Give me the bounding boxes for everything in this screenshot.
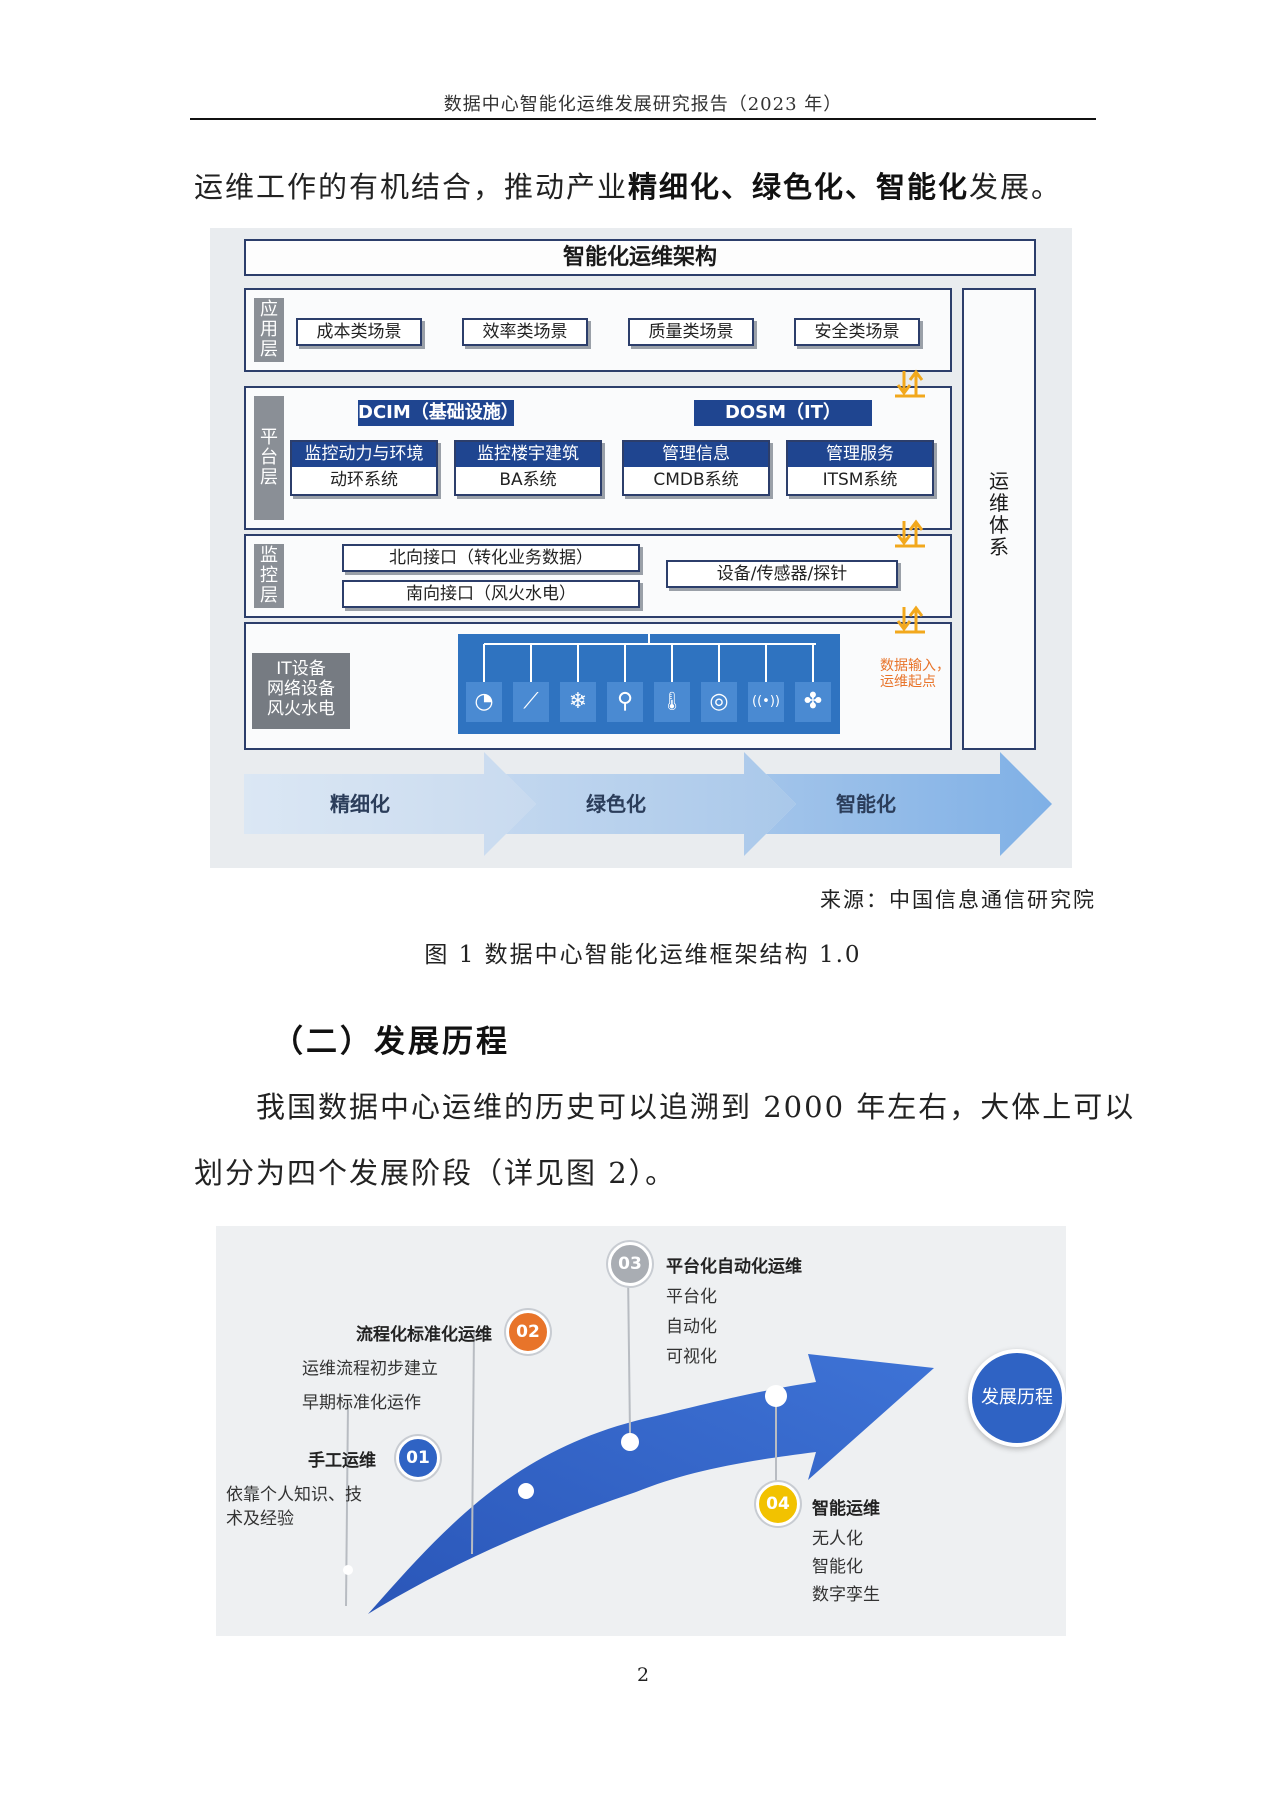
device-it: IT设备 — [276, 659, 326, 679]
application-layer-label: 应用层 — [254, 298, 284, 362]
stage-chevron-3 — [766, 752, 1052, 856]
signal-icon: ((•)) — [748, 682, 784, 722]
device-sensor-probe: 设备/传感器/探针 — [666, 560, 898, 588]
intro-bold: 精细化、绿色化、智能化 — [628, 170, 970, 204]
sensor-panel: ◔ ⟋ ❄ ⚲ 🌡 ◎ ((•)) ✤ — [458, 634, 840, 734]
stage-green: 绿色化 — [586, 792, 646, 816]
module-info-bottom: CMDB系统 — [653, 470, 739, 490]
device-network: 网络设备 — [267, 679, 335, 699]
module-building: 监控楼宇建筑 BA系统 — [454, 440, 602, 496]
target-icon: ◎ — [701, 682, 737, 722]
figure-caption: 图 1 数据中心智能化运维框架结构 1.0 — [424, 942, 862, 968]
step-03-badge: 03 — [608, 1242, 652, 1286]
step-03-title: 平台化自动化运维 — [666, 1257, 802, 1277]
north-interface: 北向接口（转化业务数据） — [342, 544, 640, 572]
growth-arrow — [343, 1271, 934, 1614]
stage-intelligent: 智能化 — [836, 792, 896, 816]
intro-suffix: 发展。 — [969, 170, 1063, 204]
ops-system-label: 运维体系 — [989, 469, 1009, 559]
figure-source: 来源：中国信息通信研究院 — [820, 888, 1096, 912]
figure-development-history: 01 手工运维 依靠个人知识、技 术及经验 02 流程化标准化运维 运维流程初步… — [216, 1226, 1066, 1636]
application-layer: 应用层 成本类场景 效率类场景 质量类场景 安全类场景 — [244, 288, 952, 372]
data-input-note-line2: 运维起点 — [880, 674, 936, 690]
sensor-tree-lines — [483, 634, 816, 682]
step-04-item: 数字孪生 — [812, 1585, 880, 1605]
intro-prefix: 运维工作的有机结合，推动产业 — [194, 170, 629, 204]
step-01-badge: 01 — [396, 1436, 440, 1480]
page-header: 数据中心智能化运维发展研究报告（2023 年） — [443, 94, 843, 115]
exchange-arrows-icon — [895, 369, 925, 398]
platform-layer: 平台层 DCIM（基础设施） DOSM（IT） 监控动力与环境 动环系统 监控楼… — [244, 386, 952, 530]
meter-icon: ⚲ — [607, 682, 643, 722]
step-02-item: 早期标准化运作 — [302, 1393, 421, 1413]
step-02-badge: 02 — [506, 1310, 550, 1354]
module-info-top: 管理信息 — [624, 442, 768, 467]
data-input-note-line1: 数据输入， — [880, 658, 950, 674]
page-number: 2 — [636, 1664, 650, 1686]
thermometer-icon: 🌡 — [654, 682, 690, 722]
scene-security: 安全类场景 — [794, 318, 920, 346]
monitor-layer-label: 监控层 — [254, 544, 284, 608]
data-input-note: 数据输入， 运维起点 — [880, 658, 962, 690]
module-building-top: 监控楼宇建筑 — [456, 442, 600, 467]
step-04-title: 智能运维 — [812, 1499, 880, 1519]
exchange-arrows-icon — [895, 605, 925, 634]
chart-icon: ⟋ — [513, 682, 549, 722]
stage-arrow-band — [244, 752, 1052, 856]
stage-chevron-1 — [244, 752, 536, 856]
monitor-layer: 监控层 北向接口（转化业务数据） 南向接口（风火水电） 设备/传感器/探针 — [244, 534, 952, 618]
figure-architecture: 智能化运维架构 应用层 成本类场景 效率类场景 质量类场景 安全类场景 平台层 … — [210, 228, 1072, 868]
module-info: 管理信息 CMDB系统 — [622, 440, 770, 496]
snowflake-icon: ❄ — [560, 682, 596, 722]
platform-layer-label: 平台层 — [254, 396, 284, 520]
step-03-item: 自动化 — [666, 1317, 717, 1337]
step-04-item: 智能化 — [812, 1557, 863, 1577]
architecture-title: 智能化运维架构 — [562, 245, 717, 270]
south-interface: 南向接口（风火水电） — [342, 580, 640, 608]
module-power-env: 监控动力与环境 动环系统 — [290, 440, 438, 496]
step-02-title: 流程化标准化运维 — [356, 1325, 492, 1345]
step-01-item: 依靠个人知识、技 — [226, 1485, 362, 1505]
step-04-badge: 04 — [756, 1482, 800, 1526]
device-list-box: IT设备 网络设备 风火水电 — [252, 653, 350, 729]
gauge-icon: ◔ — [466, 682, 502, 722]
exchange-arrows-icon — [895, 519, 925, 548]
paragraph-line-1: 我国数据中心运维的历史可以追溯到 2000 年左右，大体上可以 — [256, 1090, 1136, 1124]
header-rule — [190, 118, 1096, 120]
module-service-top: 管理服务 — [788, 442, 932, 467]
fan-icon: ✤ — [795, 682, 831, 722]
module-service: 管理服务 ITSM系统 — [786, 440, 934, 496]
module-service-bottom: ITSM系统 — [822, 470, 898, 490]
scene-quality: 质量类场景 — [628, 318, 754, 346]
intro-paragraph: 运维工作的有机结合，推动产业精细化、绿色化、智能化发展。 — [194, 170, 1062, 205]
development-history-badge: 发展历程 — [968, 1349, 1066, 1447]
step-01-item: 术及经验 — [226, 1509, 294, 1529]
step-01-title: 手工运维 — [308, 1451, 376, 1471]
stage-chevron-2 — [506, 752, 796, 856]
module-building-bottom: BA系统 — [499, 470, 557, 490]
module-power-env-top: 监控动力与环境 — [292, 442, 436, 467]
step-03-item: 平台化 — [666, 1287, 717, 1307]
step-03-item: 可视化 — [666, 1347, 717, 1367]
device-facility: 风火水电 — [267, 699, 335, 719]
scene-cost: 成本类场景 — [296, 318, 422, 346]
module-power-env-bottom: 动环系统 — [330, 470, 398, 490]
dosm-label: DOSM（IT） — [694, 400, 872, 426]
architecture-title-box: 智能化运维架构 — [244, 239, 1036, 276]
stage-refinement: 精细化 — [330, 792, 390, 816]
scene-efficiency: 效率类场景 — [462, 318, 588, 346]
step-02-item: 运维流程初步建立 — [302, 1359, 438, 1379]
dcim-label: DCIM（基础设施） — [358, 400, 519, 426]
ops-system-column: 运维体系 — [962, 288, 1036, 750]
step-04-item: 无人化 — [812, 1529, 863, 1549]
paragraph-line-2: 划分为四个发展阶段（详见图 2）。 — [194, 1156, 677, 1190]
section-title: （二）发展历程 — [272, 1024, 510, 1060]
